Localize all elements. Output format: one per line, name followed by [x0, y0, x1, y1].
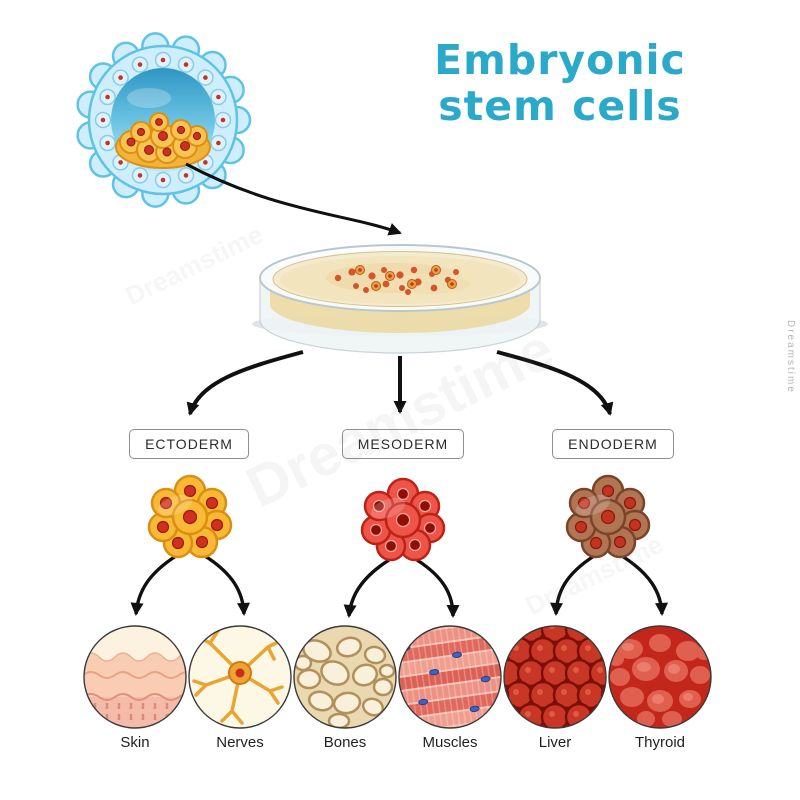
arrow-dish-to-ectoderm [186, 350, 304, 416]
arrow-endoderm-to-liver [550, 554, 595, 616]
title-line-2: stem cells [438, 81, 682, 130]
thyroid-tissue-icon [609, 626, 711, 728]
stem-cell-colonies [334, 265, 459, 295]
inner-cell-mass [115, 112, 211, 169]
blastocyst-illustration [76, 32, 252, 208]
germ-layer-label-endoderm: ENDODERM [552, 429, 674, 459]
bones-circle-border [293, 625, 397, 729]
petri-dish-illustration [252, 244, 548, 354]
arrow-ectoderm-to-skin [130, 554, 177, 616]
arrow-mesoderm-to-muscles [416, 558, 460, 618]
tissue-label-skin: Skin [120, 734, 150, 751]
skin-circle-border [83, 625, 187, 729]
muscles-circle-border [398, 625, 502, 729]
thyroid-circle-border [608, 625, 712, 729]
arrow-mesoderm-to-bones [343, 558, 390, 618]
ectoderm-cell-cluster [147, 474, 233, 559]
page-title: Embryonic stem cells [415, 36, 705, 130]
mesoderm-cell-cluster [360, 477, 446, 562]
flow-arrows [130, 162, 668, 618]
tissue-label-thyroid: Thyroid [634, 734, 686, 751]
tissue-label-nerves: Nerves [216, 734, 264, 751]
arrow-ectoderm-to-nerves [204, 554, 250, 616]
arrow-dish-to-endoderm [496, 350, 614, 416]
trophoblast-cell-ring [94, 51, 232, 189]
rim-highlight [276, 246, 384, 267]
endoderm-cell-cluster [565, 474, 651, 559]
nerves-circle-border [188, 625, 292, 729]
germ-layer-label-ectoderm: ECTODERM [129, 429, 249, 459]
arrow-blastocyst-to-dish [185, 162, 402, 236]
bone-tissue-icon [294, 626, 396, 728]
watermark-side-text: Dreamstime [785, 320, 796, 394]
germ-layer-label-mesoderm: MESODERM [342, 429, 464, 459]
tissue-label-liver: Liver [538, 734, 572, 751]
cavity-highlight [127, 88, 171, 108]
nerve-cell-icon [189, 626, 291, 728]
title-line-1: Embryonic [434, 36, 686, 84]
tissue-label-muscles: Muscles [422, 734, 478, 751]
liver-circle-border [503, 625, 607, 729]
arrow-endoderm-to-thyroid [621, 554, 668, 616]
skin-tissue-icon [84, 626, 186, 728]
tissue-label-bones: Bones [323, 734, 367, 751]
